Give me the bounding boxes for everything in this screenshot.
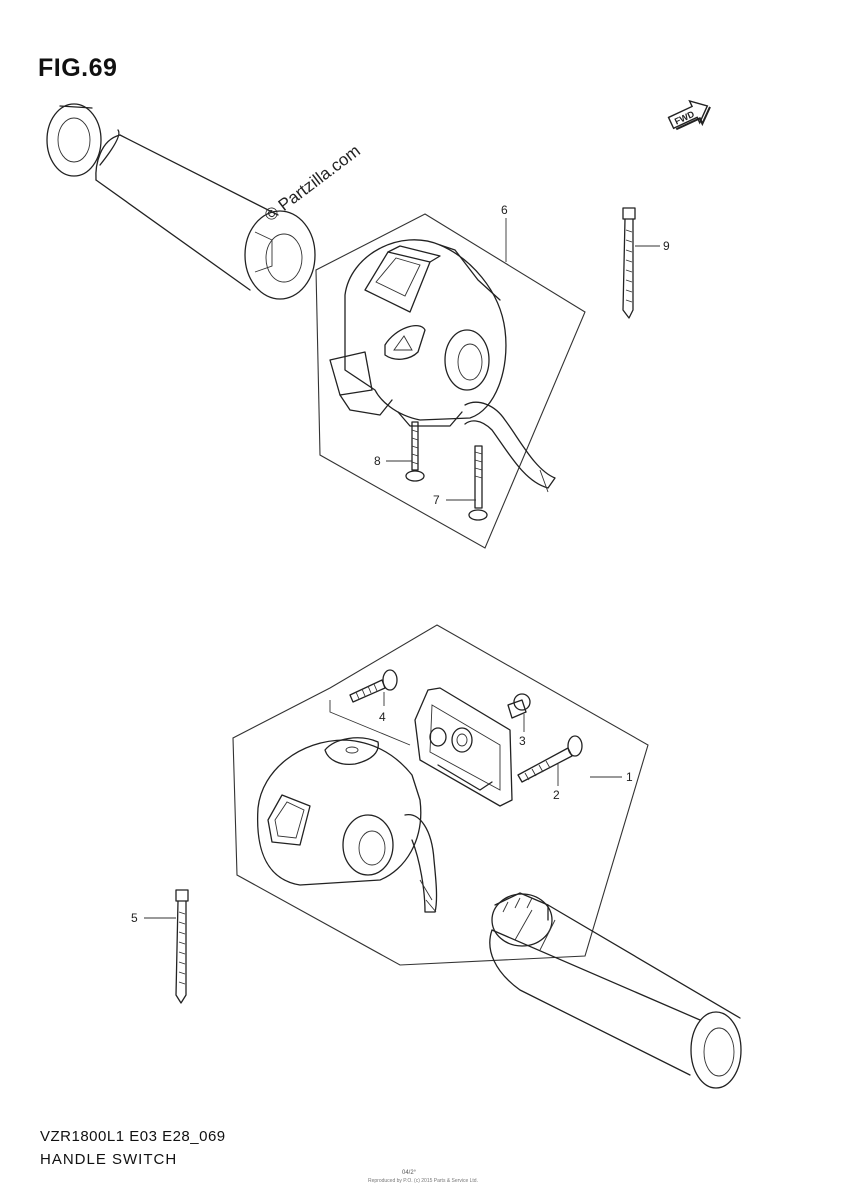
screw-part-4-drawing xyxy=(349,669,398,703)
cable-tie-part-5-drawing xyxy=(175,889,189,1004)
forward-direction-icon: FWD xyxy=(667,99,711,131)
callout-8: 8 xyxy=(374,454,412,468)
callout-number-6: 6 xyxy=(501,203,508,217)
callout-number-8: 8 xyxy=(374,454,381,468)
figure-title: FIG.69 xyxy=(38,54,118,82)
lower-kit-frame xyxy=(232,624,649,966)
copyright-line: Reproduced by P.O. (c) 2015 Parts & Serv… xyxy=(368,1178,478,1184)
callout-number-9: 9 xyxy=(663,239,670,253)
model-code: VZR1800L1 E03 E28_069 xyxy=(40,1128,226,1145)
left-switch-housing-drawing xyxy=(256,737,438,913)
callout-number-3: 3 xyxy=(519,734,526,748)
callout-4: 4 xyxy=(379,692,386,724)
callout-number-5: 5 xyxy=(131,911,138,925)
callout-number-4: 4 xyxy=(379,710,386,724)
screw-part-2-drawing xyxy=(517,735,583,783)
right-grip-drawing xyxy=(489,892,742,1089)
page-code: 04/2° xyxy=(402,1170,417,1176)
callout-number-7: 7 xyxy=(433,493,440,507)
callout-number-1: 1 xyxy=(626,770,633,784)
left-grip-drawing xyxy=(46,103,316,300)
lower-kit-inner-frame xyxy=(329,700,411,746)
callout-5: 5 xyxy=(131,911,176,925)
screw-part-7-drawing xyxy=(468,445,488,521)
callout-9: 9 xyxy=(635,239,670,253)
callout-7: 7 xyxy=(433,493,476,507)
callout-number-2: 2 xyxy=(553,788,560,802)
callout-6: 6 xyxy=(501,203,508,262)
screw-part-8-drawing xyxy=(405,421,425,482)
callout-3: 3 xyxy=(519,714,526,748)
watermark-text: © Partzilla.com xyxy=(261,141,364,225)
callout-2: 2 xyxy=(553,764,560,802)
cable-tie-part-9-drawing xyxy=(622,207,636,319)
bracket-plate-part-3-drawing xyxy=(414,687,531,807)
upper-kit-frame xyxy=(315,213,586,549)
callout-1: 1 xyxy=(590,770,633,784)
right-switch-housing-drawing xyxy=(329,239,556,493)
part-group-name: HANDLE SWITCH xyxy=(40,1151,178,1168)
